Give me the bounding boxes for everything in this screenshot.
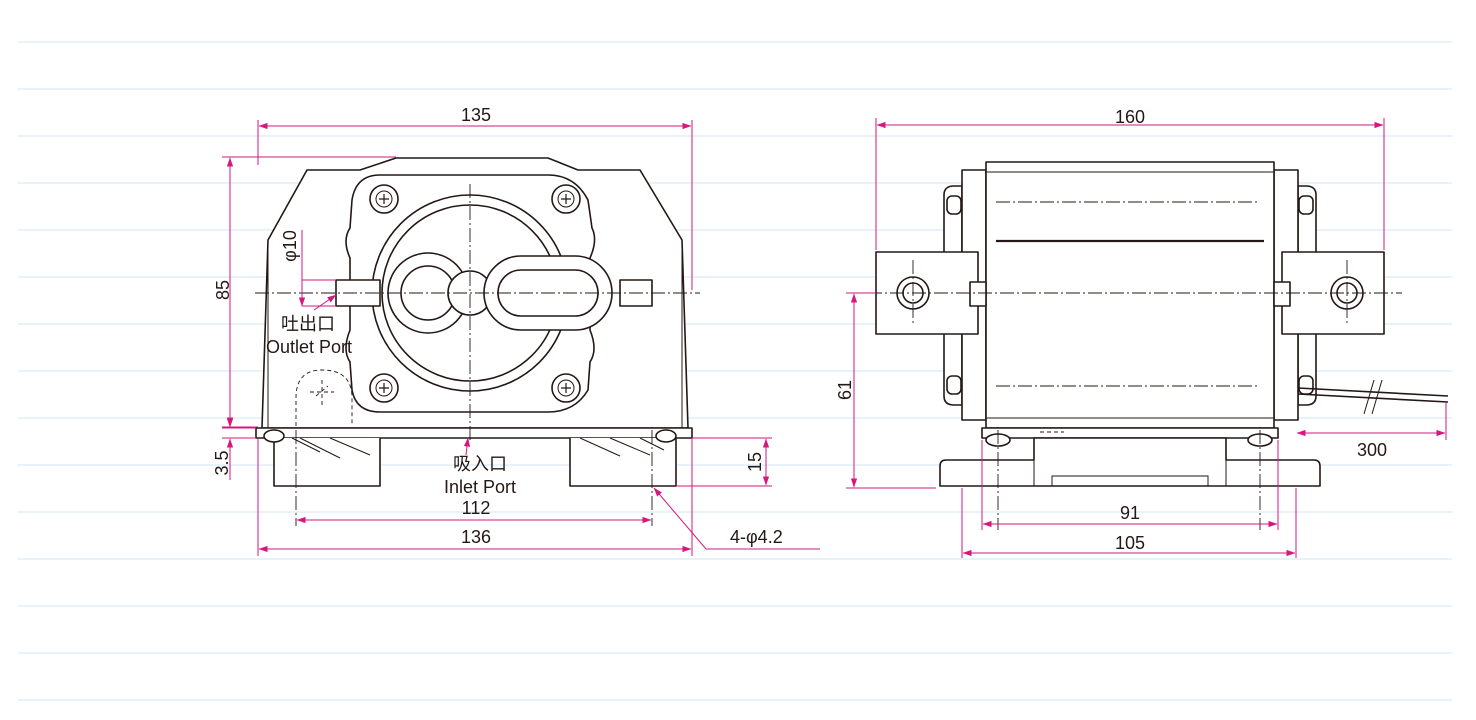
side-view (868, 161, 1449, 530)
front-height-label: 85 (213, 280, 233, 300)
front-foot-right (569, 438, 677, 487)
side-base-plate (981, 427, 1279, 439)
front-foot-left (273, 438, 381, 487)
outlet-diameter-label: φ10 (280, 230, 300, 262)
side-screws (946, 195, 1314, 395)
side-dimensions: 160 61 300 91 105 (835, 107, 1447, 558)
front-width-top-label: 135 (461, 105, 491, 125)
inlet-label-en: Inlet Port (444, 477, 516, 497)
front-hole-pitch-label: 112 (462, 498, 491, 518)
side-hole-pitch-label: 91 (1120, 503, 1140, 523)
foot-height-label: 15 (745, 452, 765, 472)
front-width-bottom-label: 136 (461, 527, 491, 547)
side-main-body (985, 161, 1275, 429)
outlet-label-jp: 吐出口 (281, 314, 335, 334)
front-screws (369, 184, 581, 403)
ruled-background (18, 41, 1452, 701)
front-dimensions: 135 85 φ10 吐出口 Outlet Port 3.5 15 吸入口 In… (212, 105, 820, 556)
side-length-label: 160 (1115, 107, 1145, 127)
mount-holes-label: 4-φ4.2 (730, 527, 783, 547)
base-thickness-label: 3.5 (212, 450, 232, 475)
side-center-height-label: 61 (835, 380, 855, 400)
side-cable (1297, 387, 1449, 403)
outlet-label-en: Outlet Port (266, 337, 352, 357)
front-base-plate (255, 427, 693, 439)
inlet-label-jp: 吸入口 (453, 454, 507, 474)
cable-length-label: 300 (1357, 440, 1387, 460)
side-base-length-label: 105 (1115, 533, 1145, 553)
front-view (255, 157, 700, 526)
